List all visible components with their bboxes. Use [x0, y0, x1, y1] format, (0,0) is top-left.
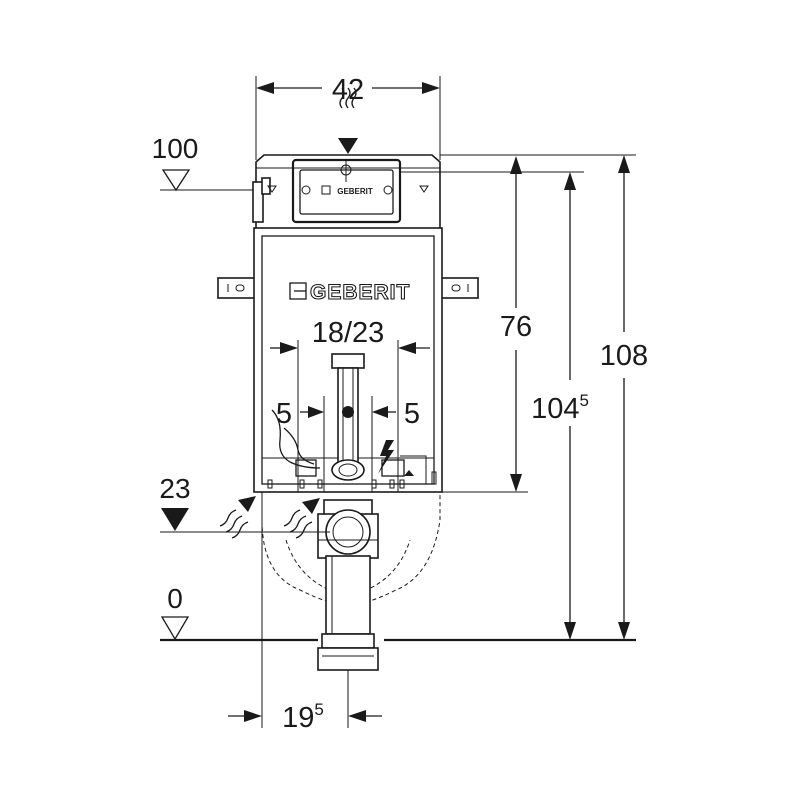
dimension-actuator-height: 1045 — [531, 172, 589, 640]
outlet-bend — [261, 492, 441, 671]
water-wave-icon — [283, 498, 320, 539]
level-marker-supply: 23 — [159, 473, 330, 533]
dimension-label-offset-right: 5 — [404, 398, 420, 430]
water-wave-icon — [219, 496, 256, 539]
plate-logo: GEBERIT — [337, 187, 373, 196]
pipework — [271, 353, 427, 484]
dimension-label-offset-left: 5 — [276, 398, 292, 430]
dimension-label-outlet-spacing: 18/23 — [312, 317, 385, 349]
frame-logo: GEBERIT — [289, 280, 410, 305]
mounting-bracket-right — [439, 277, 479, 299]
lightning-icon — [378, 440, 394, 474]
level-marker-floor: 0 — [160, 583, 636, 642]
dimension-bottom-offset: 195 — [228, 494, 382, 734]
dimension-width-top: 42 — [255, 74, 441, 160]
level-label-floor: 0 — [167, 583, 183, 614]
dimension-total-height: 108 — [600, 155, 648, 640]
level-label-supply: 23 — [159, 473, 190, 504]
dimension-label-bottom-offset: 195 — [282, 700, 324, 734]
mounting-bracket-left — [217, 277, 257, 299]
dimension-label-total-height: 108 — [600, 340, 648, 372]
dimension-frame-height: 76 — [500, 156, 532, 492]
dimension-label-actuator-height: 1045 — [531, 391, 589, 425]
dimension-outlet-spacing: 18/23 — [270, 317, 430, 492]
frame-logo-text: GEBERIT — [310, 281, 410, 304]
level-label-top: 100 — [152, 133, 199, 164]
level-marker-top: 100 — [152, 133, 258, 192]
dimension-label-width: 42 — [332, 74, 364, 106]
dimension-offsets: 5 5 — [276, 396, 420, 492]
dimension-label-frame-height: 76 — [500, 311, 532, 343]
water-wave-icon — [338, 87, 358, 154]
cistern-housing: GEBERIT — [252, 154, 441, 231]
actuator-plate: GEBERIT — [291, 158, 402, 224]
